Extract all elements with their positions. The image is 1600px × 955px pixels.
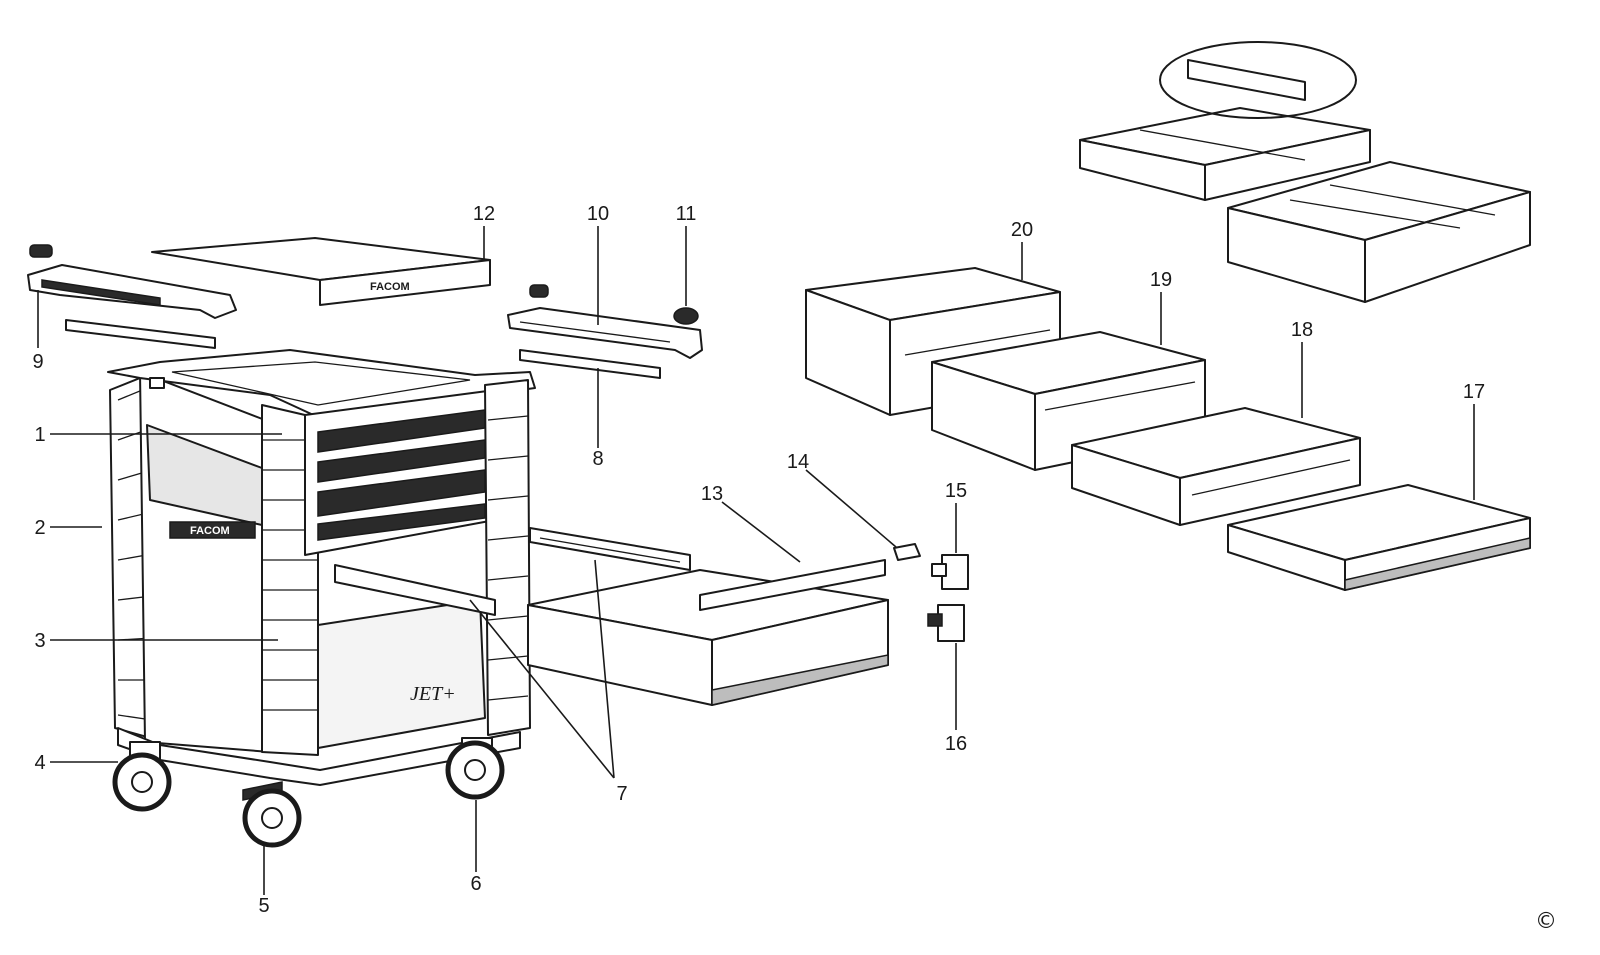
callout-1: 1 [34, 424, 45, 446]
caster-5 [242, 781, 302, 848]
lock-15 [931, 554, 969, 590]
leader-lines [37, 226, 1475, 895]
top-tray-12: FACOM [151, 237, 491, 306]
callout-3: 3 [34, 630, 45, 652]
callout-13: 13 [701, 483, 723, 505]
callout-15: 15 [945, 480, 967, 502]
callout-14: 14 [787, 451, 809, 473]
callout-19: 19 [1150, 269, 1172, 291]
handle-cap-11 [673, 307, 699, 325]
drawer-18 [1071, 407, 1361, 526]
drawer-with-divider-top [1079, 107, 1371, 201]
callout-18: 18 [1291, 319, 1313, 341]
slide-bracket [334, 564, 496, 616]
copyright-mark: © [1535, 909, 1557, 934]
front-brand-text: FACOM [190, 525, 230, 537]
callout-8: 8 [592, 448, 603, 470]
model-logo: JET+ [410, 683, 456, 705]
callout-4: 4 [34, 752, 45, 774]
handle-end-cap [29, 244, 53, 258]
tray-brand-text: FACOM [370, 281, 410, 293]
callout-17: 17 [1463, 381, 1485, 403]
callout-2: 2 [34, 517, 45, 539]
callout-11: 11 [676, 203, 697, 225]
trolley-cabinet: FACOM JET+ [107, 349, 536, 786]
drawer-with-divider-bottom [1227, 161, 1531, 303]
drawer-13 [527, 559, 889, 706]
callout-9: 9 [32, 351, 43, 373]
callout-7: 7 [616, 783, 627, 805]
handle-10 [507, 284, 703, 379]
callout-5: 5 [258, 895, 269, 917]
callout-16: 16 [945, 733, 967, 755]
part-14 [893, 543, 921, 561]
callout-12: 12 [473, 203, 495, 225]
lock-16 [927, 604, 965, 642]
callout-6: 6 [470, 873, 481, 895]
slide-rail [529, 527, 691, 571]
callout-10: 10 [587, 203, 609, 225]
drawer-17 [1227, 484, 1531, 591]
detail-divider [1187, 59, 1306, 101]
side-handle-9 [27, 244, 237, 349]
callout-20: 20 [1011, 219, 1033, 241]
caster-4 [112, 741, 172, 812]
caster-6 [445, 737, 505, 800]
front-brand-badge [169, 521, 256, 539]
callout-labels: 1 2 3 4 5 6 7 8 9 10 11 12 13 14 15 16 1… [32, 203, 1485, 917]
detail-highlight-circle [1159, 41, 1357, 119]
